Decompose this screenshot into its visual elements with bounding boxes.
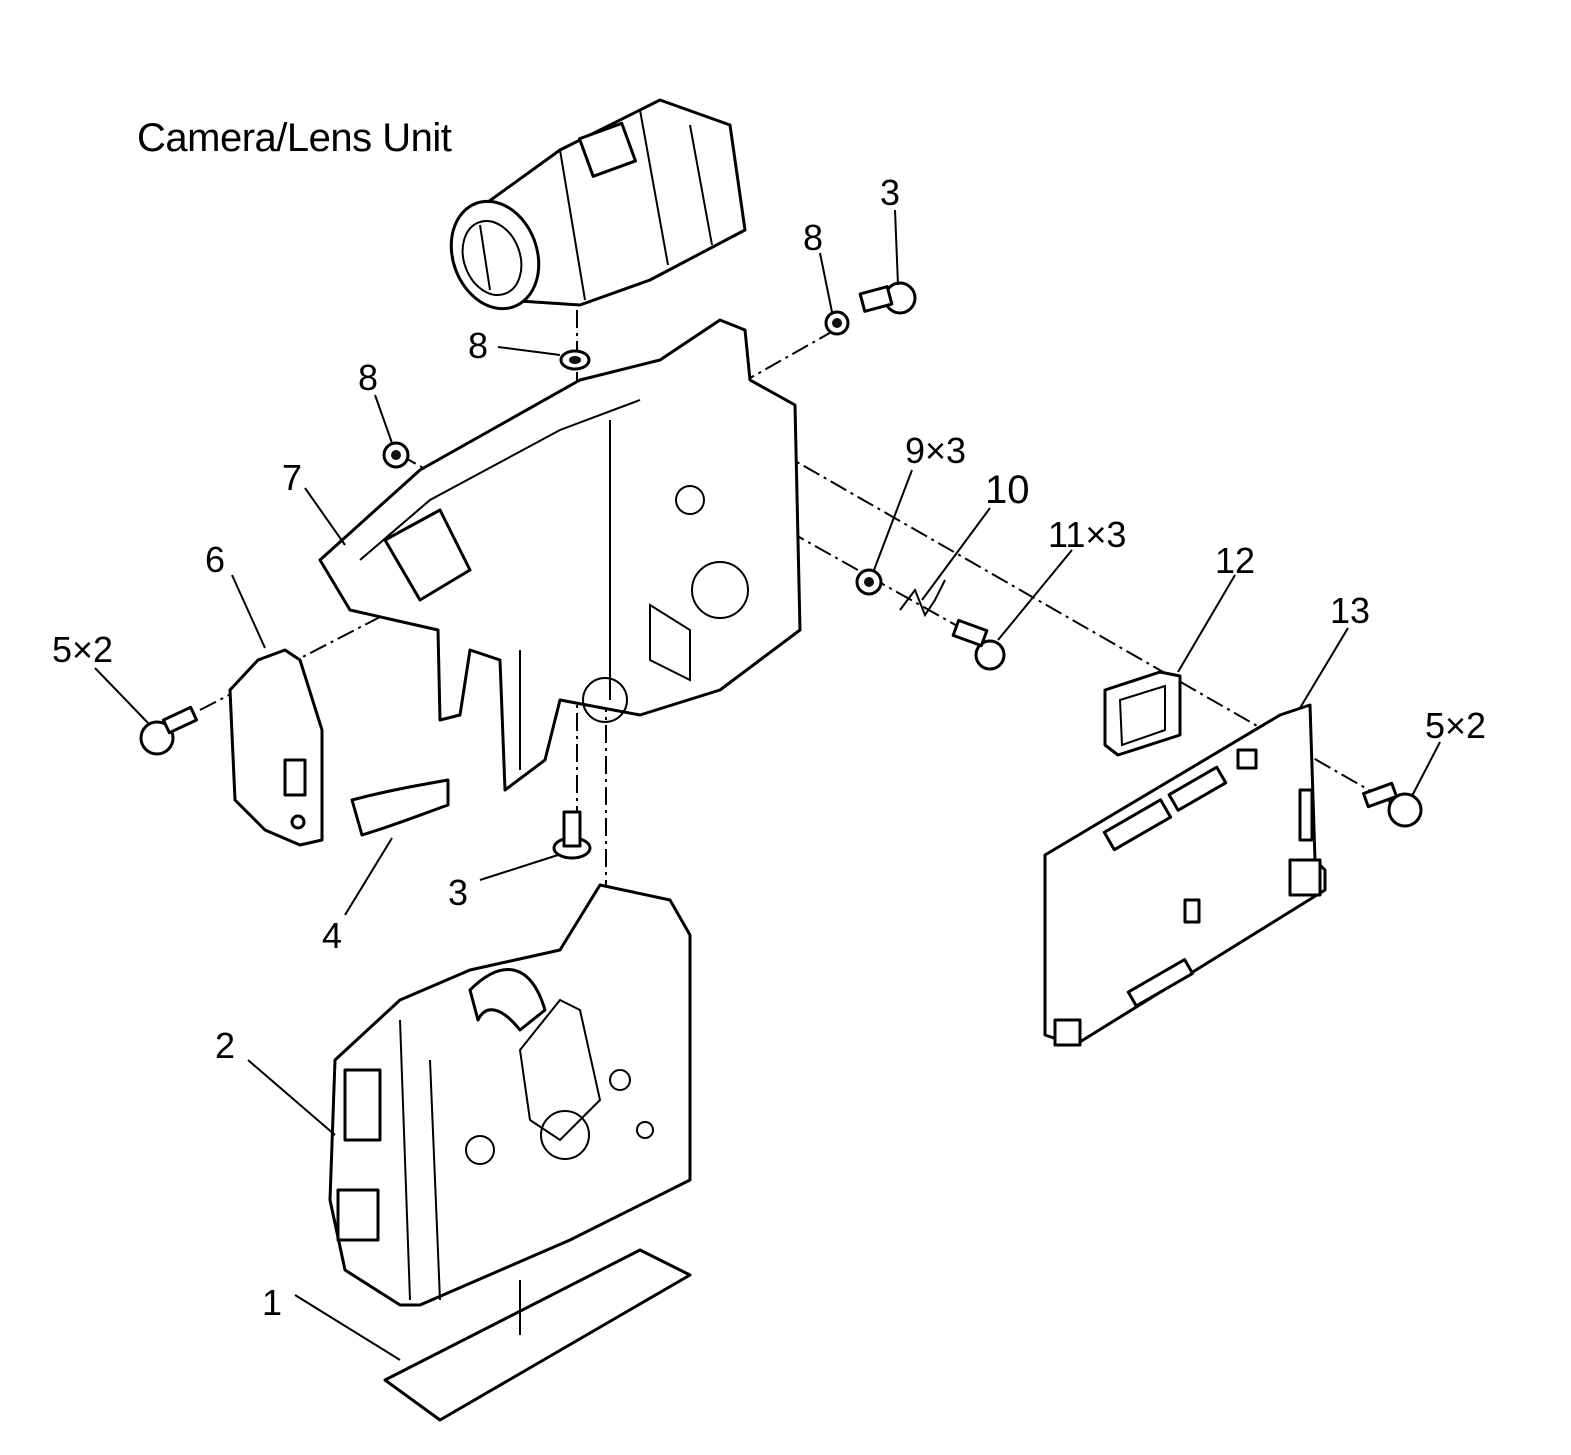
callout-9: 9×3 [905, 430, 966, 471]
callout-8-left: 8 [358, 357, 378, 398]
screw-11 [951, 618, 1006, 671]
callout-10: 10 [985, 468, 1030, 512]
callout-2: 2 [215, 1025, 235, 1066]
washer-8-center [559, 349, 591, 371]
screw-5-left [139, 705, 199, 756]
screw-3-bottom [552, 810, 592, 860]
camera-lens-block [449, 98, 747, 311]
bracket-6 [228, 648, 324, 847]
diagram-title: Camera/Lens Unit [137, 116, 452, 160]
callout-3-top: 3 [880, 172, 900, 213]
callout-5-left: 5×2 [52, 629, 113, 670]
screw-3-top [858, 281, 917, 315]
pad-4 [350, 778, 450, 837]
callout-1: 1 [262, 1282, 282, 1323]
screw-5-right [1362, 781, 1423, 828]
callout-3-bottom: 3 [448, 872, 468, 913]
callout-12: 12 [1215, 540, 1255, 581]
leader-lines [94, 209, 1441, 1361]
callout-5-right: 5×2 [1425, 705, 1486, 746]
callout-11: 11×3 [1048, 514, 1126, 555]
callout-6: 6 [205, 539, 225, 580]
callout-8-center: 8 [468, 325, 488, 366]
main-frame [318, 318, 802, 792]
washer-9 [855, 568, 883, 596]
shield-cover-12 [1103, 670, 1182, 757]
callout-4: 4 [322, 915, 342, 956]
callout-labels: 1 2 3 3 4 5×2 5×2 6 7 8 8 8 9×3 10 11×3 … [52, 172, 1486, 1323]
callout-8-top: 8 [803, 217, 823, 258]
callout-13: 13 [1330, 590, 1370, 631]
spring-10 [899, 579, 946, 618]
tape-mechanism [328, 883, 692, 1307]
washer-8-top [824, 310, 850, 336]
circuit-board-13 [1043, 703, 1327, 1047]
label-sheet [383, 1248, 692, 1422]
washer-8-left [382, 441, 410, 469]
callout-7: 7 [282, 457, 302, 498]
